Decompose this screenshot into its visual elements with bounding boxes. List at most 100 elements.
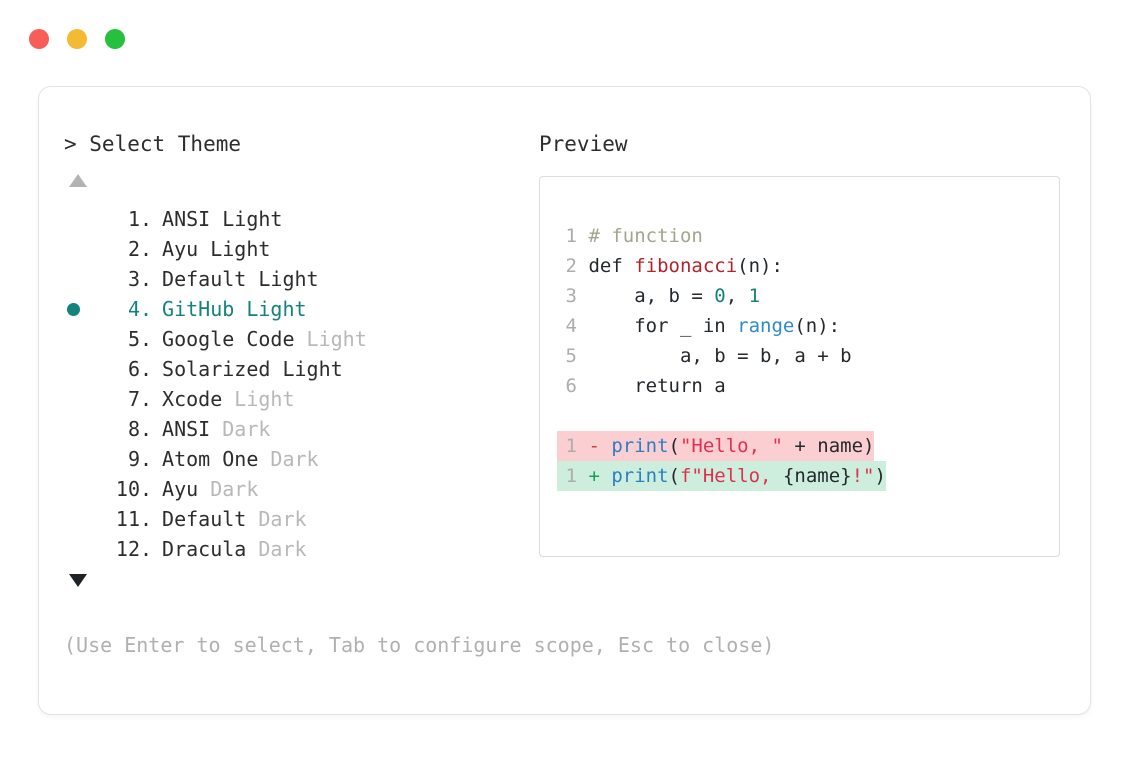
theme-item-name: Ayu [162, 477, 199, 501]
code-token: print [611, 465, 669, 487]
code-token: f"Hello, [679, 465, 783, 487]
theme-item-separator: . [140, 447, 153, 471]
code-line: 3 a, b = 0, 1 [557, 281, 1059, 311]
theme-item-name: Dracula [162, 537, 247, 561]
theme-item-separator: . [140, 297, 153, 321]
selection-bullet-slot [64, 264, 94, 294]
theme-item-index: 4 [127, 297, 140, 321]
selection-bullet-slot [64, 444, 94, 474]
selection-bullet-slot [64, 504, 94, 534]
theme-list-item[interactable]: 9. Atom One Dark [64, 444, 534, 474]
diff-line-number: 1 [565, 435, 577, 457]
diff-line-add: 1 + print(f"Hello, {name}!") [557, 461, 1059, 491]
diff-highlight: 1 + print(f"Hello, {name}!") [557, 461, 886, 491]
theme-list-item[interactable]: 8.ANSI Dark [64, 414, 534, 444]
theme-item-separator: . [140, 417, 153, 441]
code-token: "Hello, " [679, 435, 783, 457]
selected-bullet-icon [67, 302, 80, 316]
code-line: 1 # function [557, 221, 1059, 251]
theme-list-item[interactable]: 10.Ayu Dark [64, 474, 534, 504]
theme-item-separator: . [140, 477, 153, 501]
theme-list-item[interactable]: 12.Dracula Dark [64, 534, 534, 564]
selection-bullet-slot [64, 204, 94, 234]
theme-list-item[interactable]: 4. GitHub Light [64, 294, 534, 324]
code-line-number: 1 [565, 225, 577, 247]
code-token: # function [577, 225, 703, 247]
selection-bullet-slot [64, 384, 94, 414]
diff-marker: - [577, 435, 612, 457]
selection-bullet-slot [64, 354, 94, 384]
theme-select-title: > Select Theme [64, 132, 242, 156]
theme-item-separator: . [140, 267, 153, 291]
code-token: print [611, 435, 669, 457]
code-line: 6 return a [557, 371, 1059, 401]
code-token: {name} [782, 465, 852, 487]
theme-item-separator: . [140, 207, 153, 231]
diff-marker: + [577, 465, 612, 487]
code-token: 1 [748, 285, 761, 307]
keyboard-hint: (Use Enter to select, Tab to configure s… [64, 633, 775, 657]
theme-item-index: 2 [127, 237, 140, 261]
theme-list-item[interactable]: 2.Ayu Light [64, 234, 534, 264]
theme-item-name: Default [162, 507, 247, 531]
diff-line-del: 1 - print("Hello, " + name) [557, 431, 1059, 461]
code-token: !" [851, 465, 875, 487]
theme-item-index: 3 [127, 267, 140, 291]
theme-item-name: Default Light [162, 267, 319, 291]
code-line: 5 a, b = b, a + b [557, 341, 1059, 371]
code-token: fibonacci [634, 255, 738, 277]
selection-bullet-slot [64, 234, 94, 264]
code-line-number: 5 [565, 345, 577, 367]
code-token: (n): [794, 315, 841, 337]
code-line-number: 4 [565, 315, 577, 337]
diff-block: 1 - print("Hello, " + name)1 + print(f"H… [557, 431, 1059, 491]
theme-list-item[interactable]: 6.Solarized Light [64, 354, 534, 384]
theme-item-separator: . [140, 507, 153, 531]
theme-item-name: ANSI [162, 417, 211, 441]
code-token: a, b = b, a + b [577, 345, 852, 367]
code-token: a, b = [577, 285, 715, 307]
code-line-number: 3 [565, 285, 577, 307]
theme-item-index: 11 [115, 507, 140, 531]
theme-list-item[interactable]: 11.Default Dark [64, 504, 534, 534]
triangle-up-icon[interactable] [69, 174, 87, 187]
theme-list-item[interactable]: 5.Google Code Light [64, 324, 534, 354]
selection-bullet-slot [64, 324, 94, 354]
diff-line-number: 1 [565, 465, 577, 487]
maximize-button[interactable] [105, 29, 125, 49]
code-token: (n): [737, 255, 783, 277]
minimize-button[interactable] [67, 29, 87, 49]
code-token: return a [577, 375, 726, 397]
theme-item-variant: Light [294, 327, 367, 351]
theme-item-separator: . [140, 537, 153, 561]
theme-item-name: Atom One [162, 447, 259, 471]
selection-bullet-slot [64, 294, 94, 324]
code-token: , [725, 285, 749, 307]
theme-item-variant: Light [222, 387, 295, 411]
theme-item-variant: Dark [198, 477, 259, 501]
close-button[interactable] [29, 29, 49, 49]
theme-item-index: 1 [127, 207, 140, 231]
code-line-number: 2 [565, 255, 577, 277]
diff-highlight: 1 - print("Hello, " + name) [557, 431, 875, 461]
triangle-down-icon[interactable] [69, 574, 87, 587]
code-token: ( [668, 435, 680, 457]
code-line-number: 6 [565, 375, 577, 397]
selection-bullet-slot [64, 414, 94, 444]
code-line: 4 for _ in range(n): [557, 311, 1059, 341]
selection-bullet-slot [64, 534, 94, 564]
theme-list-item[interactable]: 3. Default Light [64, 264, 534, 294]
theme-item-separator: . [140, 357, 153, 381]
window-titlebar [0, 0, 1129, 78]
theme-item-index: 5 [127, 327, 140, 351]
theme-list-item[interactable]: 7.Xcode Light [64, 384, 534, 414]
theme-item-index: 9 [127, 447, 140, 471]
theme-item-variant: Dark [258, 447, 319, 471]
theme-list-item[interactable]: 1.ANSI Light [64, 204, 534, 234]
theme-item-name: GitHub Light [162, 297, 307, 321]
code-token: for _ in [577, 315, 738, 337]
